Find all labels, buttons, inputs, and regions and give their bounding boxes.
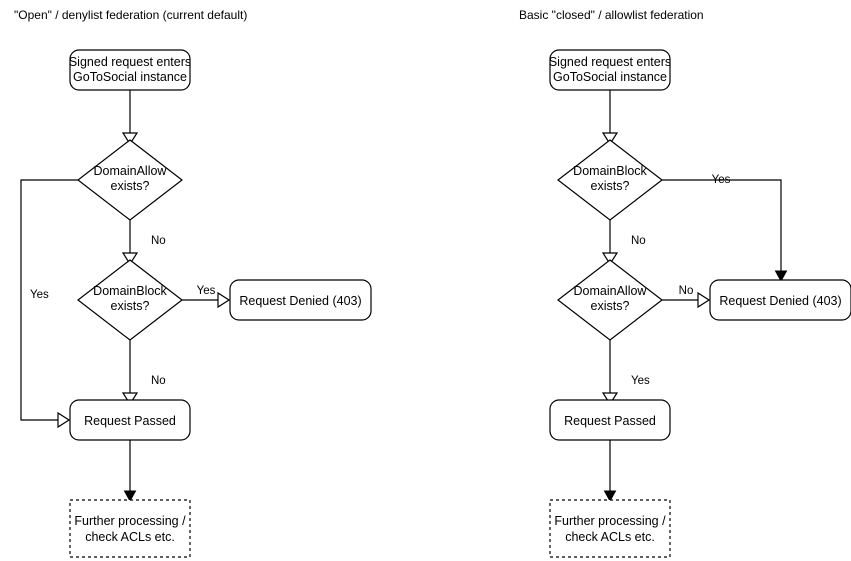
node-domainblock-check-right-line1: DomainBlock xyxy=(573,164,647,178)
node-domainblock-check-right-line2: exists? xyxy=(591,179,630,193)
arrowhead-open-icon xyxy=(697,291,711,309)
node-start-left-line2: GoToSocial instance xyxy=(73,70,187,84)
arrowhead-filled-icon xyxy=(603,490,617,503)
edge-label-no-1: No xyxy=(151,235,166,247)
edge-right-domainblock-yes-to-denied: Yes xyxy=(662,174,788,283)
panel-title-right: Basic "closed" / allowlist federation xyxy=(519,8,704,22)
edge-label-yes-1: Yes xyxy=(197,285,216,297)
node-further-processing-left: Further processing / check ACLs etc. xyxy=(69,499,191,558)
arrowhead-open-icon xyxy=(57,411,71,429)
node-start-right-line1: Signed request enters xyxy=(549,55,671,69)
edge-left-domainallow-yes-to-passed: Yes xyxy=(20,179,78,429)
arrowhead-filled-icon xyxy=(774,270,788,283)
node-request-denied-left-label: Request Denied (403) xyxy=(239,294,361,308)
panel-open-denylist: "Open" / denylist federation (current de… xyxy=(14,8,372,558)
edge-label-yes-2-right: Yes xyxy=(631,375,650,387)
node-domainallow-check-left: DomainAllow exists? xyxy=(77,139,183,221)
node-further-processing-right-line2: check ACLs etc. xyxy=(565,530,655,544)
panel-title-left: "Open" / denylist federation (current de… xyxy=(14,8,247,22)
edge-right-passed-to-further xyxy=(603,440,617,503)
node-further-processing-right: Further processing / check ACLs etc. xyxy=(549,499,671,558)
node-domainblock-check-left: DomainBlock exists? xyxy=(77,259,183,341)
edge-left-start-to-domainallow xyxy=(121,90,139,146)
arrowhead-open-icon xyxy=(121,132,139,146)
edge-left-domainblock-no-to-passed: No xyxy=(121,340,166,406)
edge-line xyxy=(20,179,78,421)
node-domainallow-check-left-line1: DomainAllow xyxy=(94,164,168,178)
edge-left-domainblock-yes-to-denied: Yes xyxy=(182,285,231,309)
edge-right-start-to-domainblock xyxy=(601,90,619,146)
edge-right-domainallow-no-to-denied: No xyxy=(662,285,711,309)
edge-label-yes-left: Yes xyxy=(30,289,49,301)
node-domainallow-check-right-line2: exists? xyxy=(591,299,630,313)
node-request-denied-left-shape xyxy=(229,279,372,321)
node-request-passed-right-label: Request Passed xyxy=(564,414,656,428)
node-domainblock-check-right: DomainBlock exists? xyxy=(557,139,663,221)
edge-label-no-2: No xyxy=(151,375,166,387)
edge-right-domainblock-no-to-domainallow: No xyxy=(601,220,646,266)
node-request-denied-left: Request Denied (403) xyxy=(229,279,372,321)
panel-closed-allowlist: Basic "closed" / allowlist federation Si… xyxy=(519,8,851,558)
node-further-processing-right-shape xyxy=(549,499,671,558)
node-start-left: Signed request enters GoToSocial instanc… xyxy=(69,49,191,91)
node-domainblock-check-left-line1: DomainBlock xyxy=(93,284,167,298)
edge-left-domainallow-no-to-domainblock: No xyxy=(121,220,166,266)
node-domainallow-check-right: DomainAllow exists? xyxy=(557,259,663,341)
node-start-right: Signed request enters GoToSocial instanc… xyxy=(549,49,671,91)
edge-label-yes-1-right: Yes xyxy=(712,174,731,186)
node-request-denied-right-shape xyxy=(709,279,851,321)
node-request-passed-left-label: Request Passed xyxy=(84,414,176,428)
edge-line xyxy=(662,179,782,272)
node-further-processing-right-line1: Further processing / xyxy=(554,514,666,528)
node-further-processing-left-line1: Further processing / xyxy=(74,514,186,528)
arrowhead-open-icon xyxy=(121,392,139,406)
node-request-denied-right-label: Request Denied (403) xyxy=(719,294,841,308)
arrowhead-open-icon xyxy=(601,392,619,406)
arrowhead-open-icon xyxy=(601,132,619,146)
node-start-left-line1: Signed request enters xyxy=(69,55,191,69)
node-domainallow-check-right-line1: DomainAllow xyxy=(574,284,648,298)
node-start-right-line2: GoToSocial instance xyxy=(553,70,667,84)
node-domainallow-check-left-line2: exists? xyxy=(111,179,150,193)
arrowhead-filled-icon xyxy=(123,490,137,503)
edge-left-passed-to-further xyxy=(123,440,137,503)
arrowhead-open-icon xyxy=(121,252,139,266)
node-further-processing-left-line2: check ACLs etc. xyxy=(85,530,175,544)
edge-label-no-2-right: No xyxy=(679,285,694,297)
edge-right-domainallow-yes-to-passed: Yes xyxy=(601,340,650,406)
arrowhead-open-icon xyxy=(217,291,231,309)
node-request-denied-right: Request Denied (403) xyxy=(709,279,851,321)
node-request-passed-left: Request Passed xyxy=(69,399,191,441)
node-request-passed-right: Request Passed xyxy=(549,399,671,441)
edge-label-no-1-right: No xyxy=(631,235,646,247)
node-domainblock-check-left-line2: exists? xyxy=(111,299,150,313)
node-further-processing-left-shape xyxy=(69,499,191,558)
arrowhead-open-icon xyxy=(601,252,619,266)
